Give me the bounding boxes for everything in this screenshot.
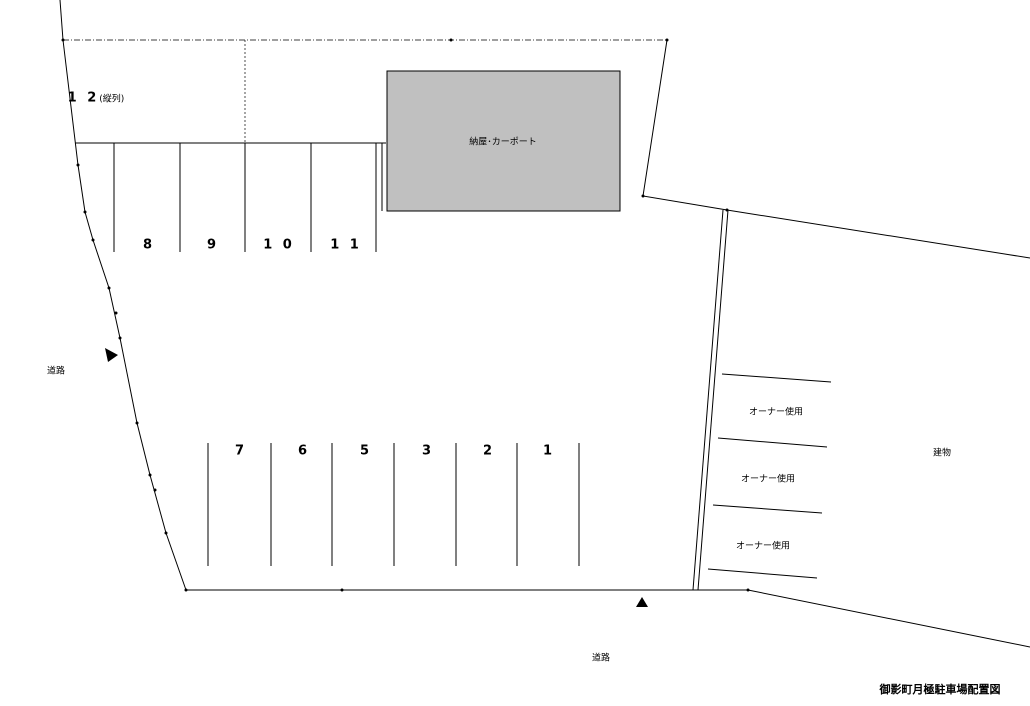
stall-2: 2: [482, 443, 496, 459]
owner-use-label: オーナー使用: [740, 474, 796, 485]
stall-1: 1: [542, 443, 556, 459]
stall-3: 3: [421, 443, 435, 459]
owner-use-label: オーナー使用: [748, 407, 804, 418]
stall-10: 1 0: [263, 237, 295, 253]
stall-8: 8: [142, 237, 156, 253]
barn-carport-label: 納屋･カーポート: [469, 137, 537, 148]
stall-6: 6: [297, 443, 311, 459]
owner-use-label: オーナー使用: [735, 541, 791, 552]
stall-12-note: (縦列): [99, 94, 125, 105]
stall-7: 7: [234, 443, 248, 459]
road-label-bottom: 道路: [591, 653, 611, 664]
entrance-arrow-bottom: [636, 597, 648, 607]
stall-12: 1 2(縦列): [68, 87, 125, 106]
stall-12-number: 1 2: [67, 90, 100, 106]
entrance-arrow-left: [105, 348, 118, 362]
drawing-title: 御影町月極駐車場配置図: [879, 683, 1001, 696]
stall-5: 5: [359, 443, 373, 459]
road-label-left: 道路: [46, 366, 66, 377]
stall-11: 1 1: [330, 237, 362, 253]
right-boundary: [642, 39, 1030, 259]
neighbor-building-label: 建物: [932, 448, 952, 459]
barn-carport: [386, 70, 621, 212]
stall-9: 9: [206, 237, 220, 253]
